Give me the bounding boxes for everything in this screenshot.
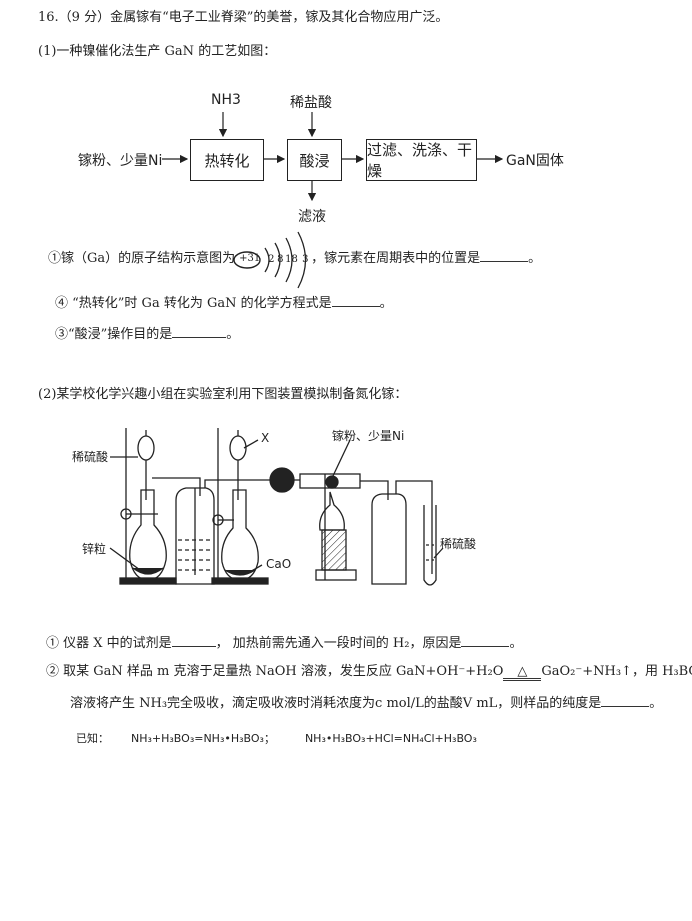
flow-step-filter-wash-dry: 过滤、洗涤、干燥 bbox=[366, 139, 477, 181]
q2a-text-2: ， 加热前需先通入一段时间的 H₂，原因是 bbox=[215, 636, 462, 651]
answer-blank[interactable] bbox=[601, 694, 650, 707]
known-equation-2: NH₃•H₃BO₃+HCl=NH₄Cl+H₃BO₃ bbox=[304, 732, 477, 745]
nucleus-charge: +31 bbox=[239, 252, 261, 264]
question-2b: ② 取某 GaN 样品 m 克溶于足量热 NaOH 溶液，发生反应 GaN+OH… bbox=[46, 664, 692, 681]
known-label: 已知： bbox=[76, 732, 109, 745]
q2a-text: ① 仪器 X 中的试剂是 bbox=[46, 636, 172, 651]
shell-4: 3 bbox=[302, 253, 309, 265]
answer-blank[interactable] bbox=[461, 634, 510, 647]
period: 。 bbox=[649, 696, 663, 711]
known-equation-1: NH₃+H₃BO₃=NH₃•H₃BO₃； bbox=[131, 732, 275, 745]
flow-input: 镓粉、少量Ni bbox=[78, 153, 163, 169]
period: 。 bbox=[226, 327, 240, 342]
question-1c: ③“酸浸”操作目的是 。 bbox=[55, 325, 239, 343]
shell-2: 8 bbox=[277, 253, 284, 265]
flow-output: GaN固体 bbox=[506, 153, 564, 169]
q2b-text-3: 溶液将产生 NH₃完全吸收，滴定吸收液时消耗浓度为c mol/L的盐酸V mL，… bbox=[70, 696, 602, 711]
label-cao: CaO bbox=[266, 557, 292, 571]
label-dilute-sulfuric-acid-2: 稀硫酸 bbox=[440, 537, 477, 551]
question-1b: ④ “热转化”时 Ga 转化为 GaN 的化学方程式是 。 bbox=[55, 294, 393, 312]
atom-structure-diagram: +31 2 8 18 3 bbox=[233, 231, 311, 288]
label-reagent-x: X bbox=[261, 431, 270, 445]
q2b-text-2: GaO₂⁻+NH₃↑，用 H₃BO₃ bbox=[541, 664, 692, 679]
period: 。 bbox=[509, 636, 523, 651]
flow-byproduct: 滤液 bbox=[298, 209, 326, 225]
shell-3: 18 bbox=[285, 253, 298, 265]
known-equations: 已知： NH₃+H₃BO₃=NH₃•H₃BO₃； NH₃•H₃BO₃+HCl=NH₄… bbox=[76, 731, 477, 747]
shell-1: 2 bbox=[268, 253, 275, 265]
apparatus-diagram bbox=[109, 428, 444, 586]
flow-reagent-hcl: 稀盐酸 bbox=[290, 95, 332, 111]
question-2a: ① 仪器 X 中的试剂是 ， 加热前需先通入一段时间的 H₂，原因是 。 bbox=[46, 634, 523, 652]
label-dilute-sulfuric-acid-1: 稀硫酸 bbox=[72, 450, 109, 464]
label-gallium-powder: 镓粉、少量Ni bbox=[332, 429, 405, 443]
question-2b-cont: 溶液将产生 NH₃完全吸收，滴定吸收液时消耗浓度为c mol/L的盐酸V mL，… bbox=[70, 694, 662, 712]
electron-shells-icon bbox=[233, 231, 307, 288]
label-zinc-granules: 锌粒 bbox=[82, 542, 107, 556]
q2b-text: ② 取某 GaN 样品 m 克溶于足量热 NaOH 溶液，发生反应 GaN+OH… bbox=[46, 664, 504, 679]
flowchart-arrows bbox=[162, 112, 504, 202]
question-header: 16.（9 分）金属镓有“电子工业脊梁”的美誉，镓及其化合物应用广泛。 bbox=[38, 10, 449, 25]
flow-step-acid-leach: 酸浸 bbox=[287, 139, 342, 181]
q1c-text: ③“酸浸”操作目的是 bbox=[55, 327, 173, 342]
answer-blank[interactable] bbox=[480, 249, 529, 262]
heat-condition: △ bbox=[503, 665, 542, 681]
period: 。 bbox=[528, 251, 542, 266]
answer-blank[interactable] bbox=[331, 294, 380, 307]
period: 。 bbox=[379, 296, 393, 311]
q1a-text-2: ，镓元素在周期表中的位置是 bbox=[311, 251, 481, 266]
question-1a: ①镓（Ga）的原子结构示意图为 +31 2 8 18 3 ，镓元素在周期表中的位… bbox=[48, 231, 542, 288]
q1b-text: ④ “热转化”时 Ga 转化为 GaN 的化学方程式是 bbox=[55, 296, 332, 311]
part1-intro: (1)一种镍催化法生产 GaN 的工艺如图： bbox=[38, 44, 277, 59]
answer-blank[interactable] bbox=[172, 325, 227, 338]
q1a-text: ①镓（Ga）的原子结构示意图为 bbox=[48, 251, 236, 266]
answer-blank[interactable] bbox=[171, 634, 216, 647]
flow-reagent-nh3: NH3 bbox=[211, 92, 241, 108]
part2-intro: (2)某学校化学兴趣小组在实验室利用下图装置模拟制备氮化镓： bbox=[38, 387, 408, 402]
flow-step-heat-conversion: 热转化 bbox=[190, 139, 264, 181]
